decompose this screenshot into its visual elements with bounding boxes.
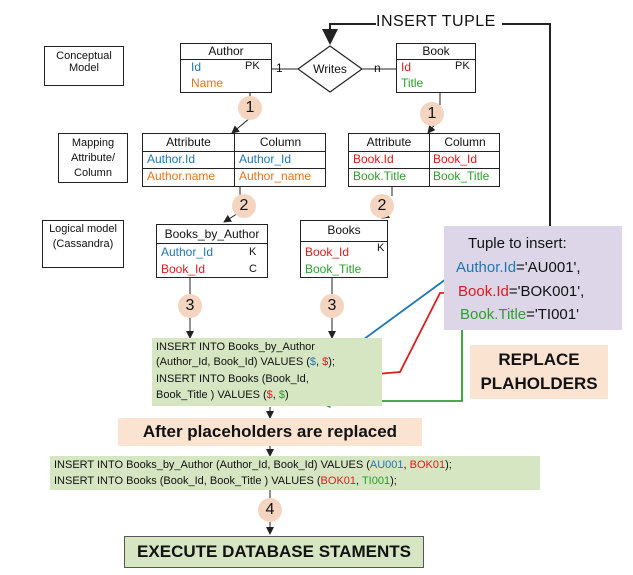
books-table-col-book-title: Book_Title: [305, 262, 362, 276]
book-mapping-header-attribute: Attribute: [366, 135, 412, 149]
books-by-author-key-c: C: [249, 263, 257, 275]
step-1-right: 1: [420, 102, 444, 126]
tuple-book-line: Book.Id='BOK001',: [458, 283, 584, 300]
template-sep-2: ,: [272, 389, 279, 401]
author-pk: PK: [245, 60, 260, 72]
final-value-author-id: AU001: [369, 459, 404, 471]
right-cardinality: n: [374, 61, 381, 75]
replace-label-line-2: PLAHOLDERS: [480, 374, 598, 393]
final-line-1-text: INSERT INTO Books_by_Author (Author_Id, …: [54, 459, 370, 471]
books-by-author-title: Books_by_Author: [164, 227, 260, 241]
book-mapping-header-column: Column: [444, 135, 486, 149]
conceptual-model-label: Conceptual Model: [44, 46, 124, 86]
conceptual-model-text: Conceptual Model: [56, 50, 112, 74]
book-id-attr: Id: [401, 60, 412, 74]
author-mapping-header-attribute: Attribute: [166, 135, 211, 149]
template-line-2-end: );: [328, 356, 335, 368]
author-name-attr: Name: [191, 76, 224, 90]
book-mapping-attr-id: Book.Id: [353, 152, 394, 166]
author-entity-title: Author: [208, 44, 244, 58]
tuple-author-value: ='AU001',: [516, 259, 581, 276]
tuple-author-key: Author.Id: [456, 259, 517, 276]
placeholder-book-title: $: [278, 389, 286, 401]
mapping-text: Mapping Attribute/ Column: [70, 137, 116, 179]
final-sep: ,: [403, 459, 410, 471]
final-sep-2: ,: [356, 475, 362, 487]
template-line-2-text: (Author_Id, Book_Id) VALUES (: [156, 356, 310, 368]
logical-model-text: Logical model (Cassandra): [49, 223, 117, 250]
books-by-author-col-author-id: Author_Id: [161, 245, 214, 259]
book-mapping-col-title: Book_Title: [433, 169, 490, 183]
step-2-left: 2: [232, 194, 256, 218]
author-mapping-table: Attribute Column Author.Id Author_Id Aut…: [142, 133, 326, 187]
book-entity-title: Book: [422, 44, 450, 58]
template-line-4-text: Book_Title ) VALUES (: [156, 389, 267, 401]
books-by-author-key-k: K: [249, 246, 257, 258]
placeholder-book-id-2: $: [266, 389, 273, 401]
placeholder-book-id: $: [322, 356, 329, 368]
insert-tuple-label: INSERT TUPLE: [376, 13, 496, 30]
tuple-box: Tuple to insert: Author.Id='AU001', Book…: [444, 226, 622, 330]
template-statements: INSERT INTO Books_by_Author (Author_Id, …: [152, 338, 382, 406]
author-mapping-attr-id: Author.Id: [147, 152, 196, 166]
template-line-3: INSERT INTO Books (Book_Id,: [156, 373, 309, 385]
book-mapping-attr-title: Book.Title: [353, 169, 406, 183]
author-entity: Author Id PK Name: [180, 43, 272, 93]
tuple-title-value: ='TI001': [526, 306, 579, 323]
book-pk: PK: [455, 60, 470, 72]
tuple-book-value: ='BOK001',: [508, 283, 585, 300]
template-line-4-end: ): [285, 389, 289, 401]
logical-model-label: Logical model (Cassandra): [42, 220, 124, 268]
final-line-1: INSERT INTO Books_by_Author (Author_Id, …: [54, 458, 452, 473]
author-mapping-col-name: Author_name: [239, 169, 312, 183]
tuple-book-key: Book.Id: [458, 283, 509, 300]
step-4: 4: [258, 498, 282, 522]
left-cardinality: 1: [276, 61, 283, 75]
tuple-title-line: Book.Title='TI001': [460, 306, 579, 323]
step-2-right: 2: [370, 194, 394, 218]
author-mapping-header-column: Column: [259, 135, 302, 149]
book-mapping-col-id: Book_Id: [433, 152, 478, 166]
author-id-attr: Id: [191, 60, 202, 74]
template-sep: ,: [316, 356, 323, 368]
replace-label-line-1: REPLACE: [498, 350, 580, 369]
books-table-col-book-id: Book_Id: [305, 245, 350, 259]
writes-label: Writes: [313, 62, 347, 76]
step-3-right: 3: [320, 294, 344, 318]
tuple-title-key: Book.Title: [460, 306, 527, 323]
final-value-book-id-2: BOK01: [320, 475, 357, 487]
after-placeholders-label: After placeholders are replaced: [118, 418, 422, 446]
step-3-left: 3: [178, 294, 202, 318]
execute-statements-label: EXECUTE DATABASE STAMENTS: [124, 536, 424, 568]
final-line-2: INSERT INTO Books (Book_Id, Book_Title )…: [54, 474, 397, 489]
final-statements: INSERT INTO Books_by_Author (Author_Id, …: [50, 456, 540, 490]
final-line-2-text: INSERT INTO Books (Book_Id, Book_Title )…: [54, 475, 321, 487]
placeholder-author-id: $: [309, 356, 316, 368]
final-line-2-end: );: [390, 475, 397, 487]
book-title-attr: Title: [401, 76, 424, 90]
step-1-left: 1: [238, 96, 262, 120]
books-by-author-table: Books_by_Author Author_Id K Book_Id C: [156, 224, 268, 278]
books-table: Books Book_Id K Book_Title: [300, 220, 388, 278]
final-value-book-id: BOK01: [409, 459, 446, 471]
book-entity: Book Id PK Title: [396, 43, 476, 93]
replace-placeholders-label: REPLACE PLAHOLDERS: [470, 345, 608, 399]
mapping-label: Mapping Attribute/ Column: [58, 133, 128, 183]
template-line-1: INSERT INTO Books_by_Author: [156, 341, 315, 353]
tuple-title: Tuple to insert:: [468, 235, 567, 252]
books-table-title: Books: [327, 223, 361, 237]
final-value-book-title: TI001: [361, 475, 391, 487]
author-mapping-col-id: Author_Id: [239, 152, 292, 166]
books-table-key-k: K: [377, 242, 385, 254]
template-line-2: (Author_Id, Book_Id) VALUES ($, $);: [156, 355, 335, 370]
template-line-4: Book_Title ) VALUES ($, $): [156, 388, 289, 403]
books-by-author-col-book-id: Book_Id: [161, 262, 206, 276]
book-mapping-table: Attribute Column Book.Id Book_Id Book.Ti…: [348, 133, 500, 187]
tuple-author-line: Author.Id='AU001',: [456, 259, 581, 276]
author-mapping-attr-name: Author.name: [147, 169, 216, 183]
final-line-1-end: );: [445, 459, 452, 471]
